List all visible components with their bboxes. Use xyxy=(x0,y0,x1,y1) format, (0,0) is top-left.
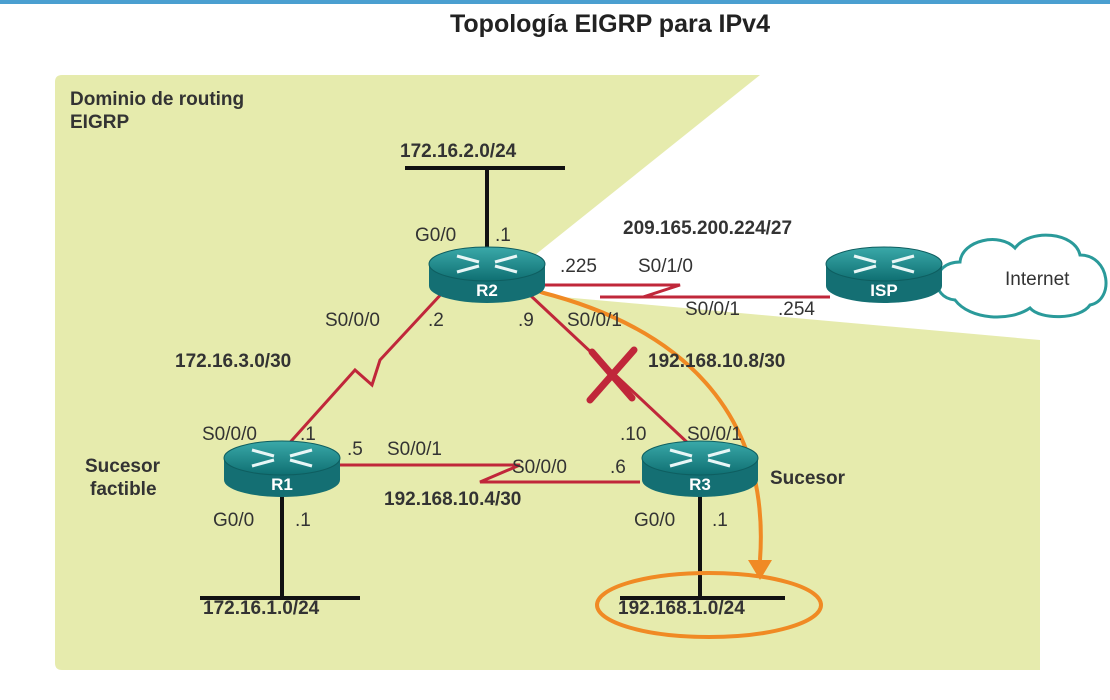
interface-label: .254 xyxy=(778,299,815,320)
serial-r1-r2 xyxy=(283,288,447,450)
serial-r1-r3 xyxy=(340,463,640,484)
network-label: 172.16.2.0/24 xyxy=(400,141,517,162)
interface-label: S0/0/1 xyxy=(685,299,740,320)
eigrp-domain-area xyxy=(55,75,1040,670)
interface-labels: G0/0 .1 .225 S0/1/0 S0/0/1 .254 S0/0/0 .… xyxy=(202,225,815,531)
domain-label-line1: Dominio de routing xyxy=(70,89,244,110)
feasible-successor-label-line2: factible xyxy=(90,479,157,500)
internet-cloud-icon xyxy=(935,233,1108,319)
destination-highlight-circle xyxy=(595,571,823,639)
diagram-title: Topología EIGRP para IPv4 xyxy=(450,10,770,38)
network-label: 172.16.1.0/24 xyxy=(203,598,320,619)
interface-label: S0/0/1 xyxy=(387,439,442,460)
interface-label: .1 xyxy=(712,510,728,531)
router-r3[interactable]: R3 xyxy=(640,439,760,499)
network-label: 172.16.3.0/30 xyxy=(175,351,291,372)
arrow-head-icon xyxy=(748,560,772,580)
router-r2[interactable]: R2 xyxy=(427,245,547,305)
interface-label: G0/0 xyxy=(415,225,456,246)
successor-label: Sucesor xyxy=(770,468,846,489)
feasible-successor-label-line1: Sucesor xyxy=(85,456,161,477)
interface-label: .6 xyxy=(610,457,626,478)
interface-label: G0/0 xyxy=(634,510,675,531)
network-label: 192.168.1.0/24 xyxy=(618,598,745,619)
router-r3-label: R3 xyxy=(689,475,711,494)
interface-label: .10 xyxy=(620,424,646,445)
internet-label: Internet xyxy=(1005,269,1070,290)
interface-label: .1 xyxy=(495,225,511,246)
interface-label: .225 xyxy=(560,256,597,277)
router-r1[interactable]: R1 xyxy=(222,439,342,499)
interface-label: S0/0/1 xyxy=(567,310,622,331)
interface-label: S0/0/0 xyxy=(202,424,257,445)
interface-label: .1 xyxy=(300,424,316,445)
network-label: 192.168.10.4/30 xyxy=(384,489,521,510)
interface-label: S0/1/0 xyxy=(638,256,693,277)
router-r2-label: R2 xyxy=(476,281,498,300)
interface-label: .9 xyxy=(518,310,534,331)
domain-label-line2: EIGRP xyxy=(70,112,129,133)
router-isp[interactable]: ISP xyxy=(824,245,944,305)
router-isp-label: ISP xyxy=(870,281,897,300)
network-label: 209.165.200.224/27 xyxy=(623,218,792,239)
interface-label: S0/0/0 xyxy=(325,310,380,331)
serial-r2-isp-a xyxy=(540,283,681,299)
interface-label: .2 xyxy=(428,310,444,331)
interface-label: S0/0/1 xyxy=(687,424,742,445)
link-failure-x-icon xyxy=(586,346,638,404)
interface-label: .1 xyxy=(295,510,311,531)
network-label: 192.168.10.8/30 xyxy=(648,351,785,372)
interface-label: G0/0 xyxy=(213,510,254,531)
top-border xyxy=(0,0,1110,4)
successor-path-arrow xyxy=(539,290,763,561)
interface-label: .5 xyxy=(347,439,363,460)
router-r1-label: R1 xyxy=(271,475,293,494)
interface-label: S0/0/0 xyxy=(512,457,567,478)
